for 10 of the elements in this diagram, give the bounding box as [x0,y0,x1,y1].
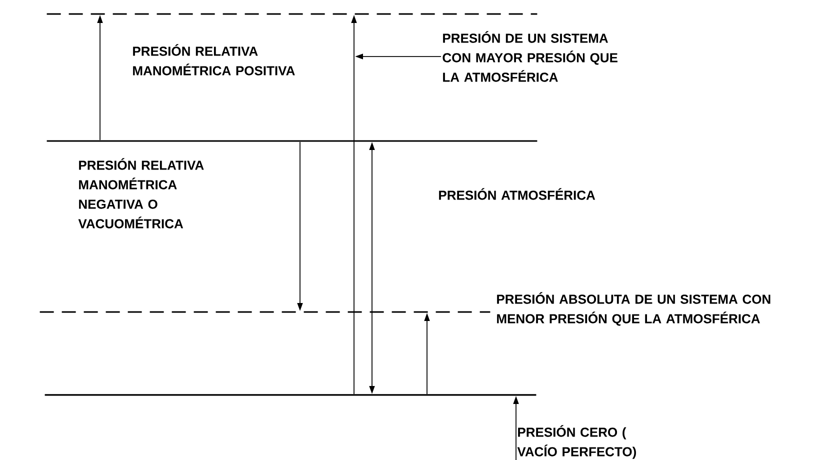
pressure-text: PRESIÓN CERO ( VACÍO PERFECTO) [517,425,636,459]
dashed-line [40,311,490,313]
dashed-line [46,13,538,15]
pressure-label: PRESIÓN ABSOLUTA DE UN SISTEMA CON MENOR PRESIÓN QUE LA ATMOSFÉRICA [497,292,770,326]
pressure-label: PRESIÓN ATMOSFÉRICA [439,188,596,200]
pressure-text: PRESIÓN DE UN SISTEMA CON MAYOR PRESIÓN QUE LA ATMOSFÉRICA [442,31,618,82]
level-line [46,140,538,142]
pressure-label: PRESIÓN RELATIVA MANOMÉTRICA NEGATIVA O VACUOMÉTRICA [78,158,204,228]
pressure-label: PRESIÓN RELATIVA MANOMÉTRICA POSITIVA [133,44,295,76]
level-line [44,394,536,396]
